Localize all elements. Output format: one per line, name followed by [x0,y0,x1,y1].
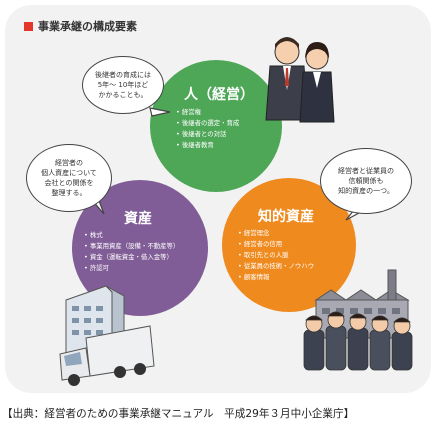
bubble-tail-top [149,107,171,117]
bubble-left: 経営者の 個人資産について 会社との関係を 整理する。 [26,144,112,212]
bubble-left-line: 経営者の [55,159,83,167]
truck-icon [59,325,155,386]
bubble-left-line: 整理する。 [51,189,87,197]
intellectual-item: 経営理念 [238,228,314,239]
people-item: 後継者との対話 [176,129,239,140]
intellectual-circle-list: 経営理念 経営者の信用 取引先との人脈 従業員の技術・ノウハウ 顧客情報 [238,228,314,283]
intellectual-item: 従業員の技術・ノウハウ [238,261,314,272]
diagram-title: 事業承継の構成要素 [24,18,137,34]
bubble-left-line: 会社との関係を [44,179,94,187]
bubble-right-line: 経営者と従業員の [338,167,394,175]
bubble-right: 経営者と従業員の 信頼関係も 知的資産の一つ。 [320,148,412,214]
title-marker-icon [24,21,33,31]
assets-item: 許認可 [84,263,179,274]
intellectual-circle-title: 知的資産 [258,209,314,225]
businesspeople-icon [265,37,335,123]
bubble-top-line: 5年～ 10年ほど [97,81,149,89]
people-item: 後継者教育 [176,140,239,151]
intellectual-item: 取引先との人脈 [238,250,314,261]
diagram-title-text: 事業承継の構成要素 [38,20,137,33]
people-circle-title: 人（経営） [184,87,254,103]
assets-item: 資金（運転資金・借入金等） [84,252,179,263]
intellectual-item: 顧客情報 [238,272,314,283]
bubble-top-line: かかることも。 [98,91,148,99]
people-circle-list: 経営権 後継者の選定・育成 後継者との対話 後継者教育 [176,107,240,151]
bubble-right-line: 信頼関係も [348,177,384,185]
bubble-right-line: 知的資産の一つ。 [338,187,394,195]
assets-circle-title: 資産 [124,211,152,227]
bubble-top: 後継者の育成には 5年～ 10年ほど かかることも。 [82,56,164,114]
people-item: 経営権 [176,107,239,118]
assets-item: 株式 [84,230,179,241]
people-circle: 人（経営） 経営権 後継者の選定・育成 後継者との対話 後継者教育 [150,60,282,192]
people-item: 後継者の選定・育成 [176,118,240,129]
assets-item: 事業用資産（設備・不動産等） [84,241,179,252]
employees-icon [303,311,413,371]
bubble-top-line: 後継者の育成には [95,71,151,79]
source-caption: 【出典：経営者のための事業承継マニュアル 平成29年３月中小企業庁】 [2,408,355,420]
intellectual-item: 経営者の信用 [238,239,314,250]
assets-circle-list: 株式 事業用資産（設備・不動産等） 資金（運転資金・借入金等） 許認可 [84,230,179,274]
bubble-left-line: 個人資産について [41,169,97,177]
intellectual-circle: 知的資産 経営理念 経営者の信用 取引先との人脈 従業員の技術・ノウハウ 顧客情… [222,178,356,312]
